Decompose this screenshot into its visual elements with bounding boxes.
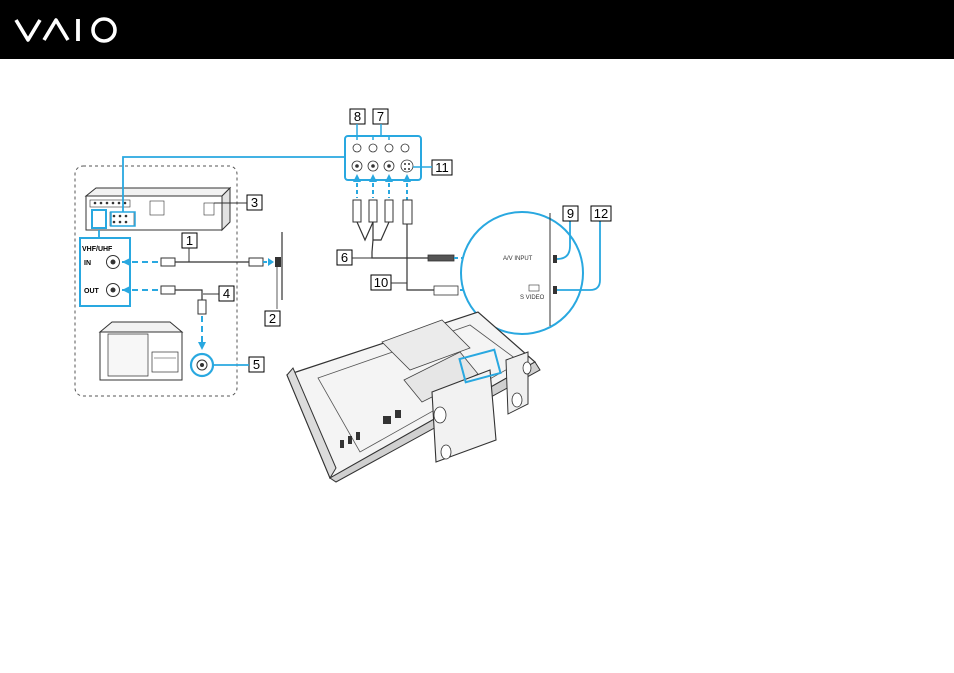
callout-4: 4 [203, 286, 234, 301]
antenna-cable-1 [122, 258, 274, 266]
svg-text:3: 3 [251, 195, 258, 210]
svg-text:7: 7 [377, 109, 384, 124]
antenna-out-label: OUT [84, 288, 100, 295]
callout-12: 12 [591, 206, 611, 221]
svg-text:1: 1 [186, 233, 193, 248]
svg-text:9: 9 [567, 206, 574, 221]
svg-text:2: 2 [269, 311, 276, 326]
callout-9: 9 [563, 206, 578, 221]
callout-1: 1 [182, 233, 197, 262]
callout-5: 5 [213, 357, 264, 372]
vcr-device [86, 188, 230, 230]
vaio-monitor-rear [287, 312, 540, 482]
svg-text:12: 12 [594, 206, 608, 221]
s-video-cable-10 [403, 200, 458, 295]
svg-text:10: 10 [374, 275, 388, 290]
svg-text:5: 5 [253, 357, 260, 372]
tv-device [100, 322, 213, 380]
callout-6: 6 [337, 250, 372, 265]
callout-10: 10 [371, 275, 407, 290]
s-video-label: S VIDEO [520, 295, 545, 301]
vhf-uhf-label: VHF/UHF [82, 246, 113, 253]
wall-antenna-outlet [275, 232, 282, 309]
callout-2: 2 [265, 311, 280, 326]
antenna-in-label: IN [84, 260, 91, 267]
av-connector-block [345, 136, 421, 180]
callout-7: 7 [373, 109, 388, 136]
av-input-label: A/V INPUT [503, 256, 533, 262]
svg-text:4: 4 [223, 286, 230, 301]
svg-text:8: 8 [354, 109, 361, 124]
svg-text:6: 6 [341, 250, 348, 265]
svg-text:11: 11 [435, 160, 449, 175]
antenna-panel: VHF/UHF IN OUT [80, 238, 130, 306]
